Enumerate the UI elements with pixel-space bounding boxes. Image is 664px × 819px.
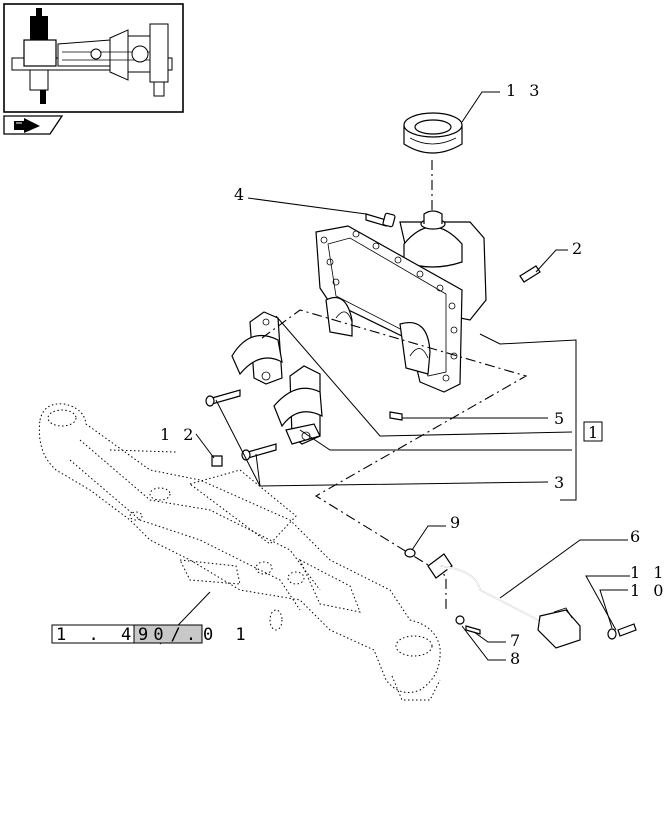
callout-1: 1 xyxy=(588,423,602,442)
reference-code-box: 1 . 4 0 . 9 / 0 1 xyxy=(51,624,252,645)
callout-2: 2 xyxy=(572,239,586,258)
reference-code-shaded xyxy=(133,624,203,644)
part-differential-housing xyxy=(315,210,487,393)
callout-5: 5 xyxy=(554,409,568,428)
callout-9: 9 xyxy=(450,513,464,532)
reference-code-suffix: 9 / 0 1 xyxy=(138,625,252,645)
callout-labels: 1 3 4 2 1 2 5 1 3 9 6 1 1 1 0 7 8 xyxy=(160,81,664,668)
callout-10: 1 0 xyxy=(630,581,664,600)
part-bearing-cap-lower xyxy=(273,365,323,445)
part-bolt-4 xyxy=(365,212,396,228)
part-bolt-long-upper xyxy=(205,389,241,407)
callout-12: 1 2 xyxy=(160,425,197,444)
callout-3: 3 xyxy=(554,473,568,492)
part-stud-12 xyxy=(211,455,223,467)
part-pin-2 xyxy=(519,265,541,283)
next-page-arrow-icon[interactable] xyxy=(3,115,64,135)
part-axle-beam-phantom xyxy=(38,403,441,701)
callout-4: 4 xyxy=(234,185,248,204)
part-seal-ring xyxy=(403,112,463,154)
callout-6: 6 xyxy=(630,527,644,546)
callout-11: 1 1 xyxy=(630,563,664,582)
part-bearing-cap-upper xyxy=(231,311,283,385)
reference-code-prefix: 1 . 4 0 . xyxy=(56,625,202,645)
part-pin-5 xyxy=(389,411,403,421)
callout-1-box xyxy=(583,421,603,442)
part-lube-tube xyxy=(404,548,637,649)
callout-8: 8 xyxy=(510,649,524,668)
callout-7: 7 xyxy=(510,631,524,650)
part-bolt-long-lower xyxy=(241,443,277,461)
callout-13: 1 3 xyxy=(506,81,543,100)
leader-lines xyxy=(159,91,630,661)
axle-thumbnail-icon[interactable] xyxy=(3,3,184,113)
